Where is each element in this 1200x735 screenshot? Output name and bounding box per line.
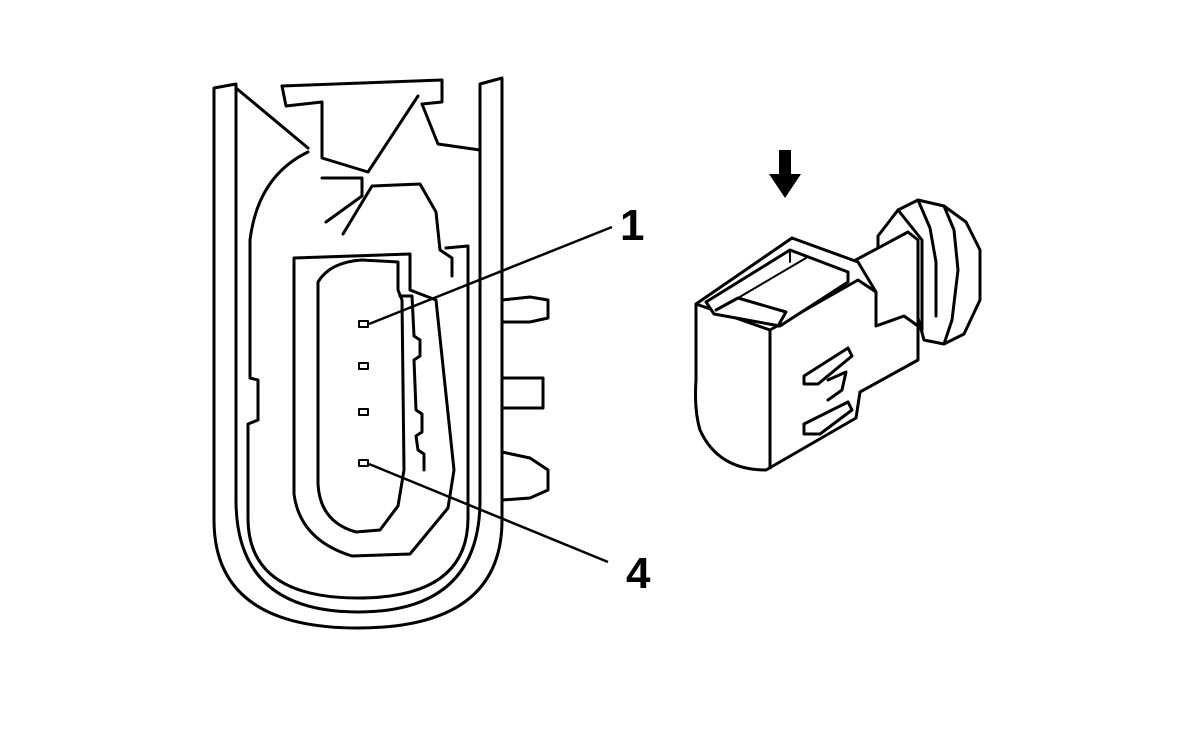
connector-side-latch — [802, 346, 854, 386]
pin-3 — [358, 408, 369, 416]
pin-4 — [358, 459, 369, 467]
connector-housing-rib — [234, 86, 310, 150]
callout-pin-4: 4 — [626, 549, 651, 598]
connector-side-rail — [802, 400, 854, 436]
connector-mating-frame — [292, 252, 456, 558]
leader-line-pin-4 — [368, 462, 609, 564]
connector-housing-outer — [212, 76, 504, 630]
connector-pin-cavity — [316, 258, 406, 534]
connector-side-latch-ramp — [826, 370, 848, 402]
connector-side-tab-bottom — [500, 450, 550, 502]
leader-line-pin-1 — [368, 225, 613, 326]
connector-latch-top — [280, 78, 482, 152]
pin-1 — [358, 320, 369, 328]
connector-top-latch-recess — [714, 296, 788, 328]
connector-housing-inner-wall — [246, 150, 470, 600]
connector-top-latch-groove — [737, 249, 807, 299]
connector-latch-web — [280, 84, 420, 174]
pin-2 — [358, 362, 369, 370]
connector-boot-ridge — [896, 208, 924, 332]
connector-isometric-view — [694, 150, 982, 472]
callout-pin-1: 1 — [620, 201, 644, 250]
connector-pins — [358, 320, 369, 467]
connector-boot-ridge-3 — [916, 198, 938, 318]
arrow-down-icon — [769, 150, 801, 198]
connector-face-view: 1 4 — [212, 76, 651, 630]
connector-side-tab-mid — [500, 376, 545, 410]
connector-side-tab-top — [500, 295, 550, 324]
connector-detent-teeth — [398, 294, 426, 472]
connector-key — [341, 182, 454, 278]
connector-boot-ridge-2 — [942, 204, 960, 346]
connector-guide-left — [320, 176, 364, 224]
